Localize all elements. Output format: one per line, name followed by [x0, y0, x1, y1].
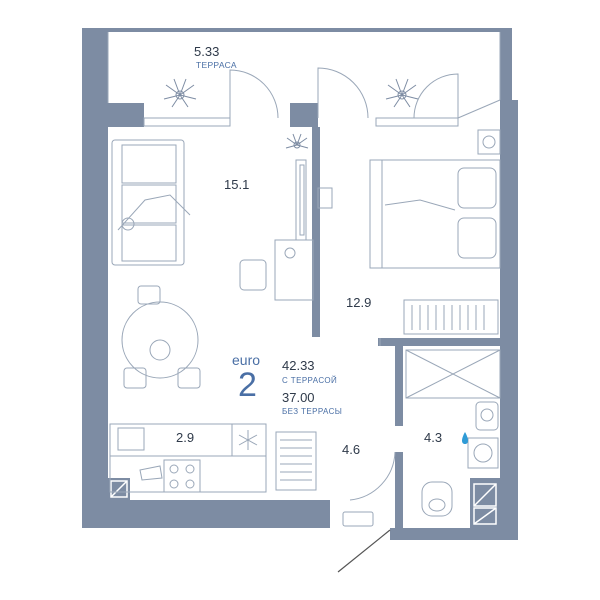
wall-pillar-mid: [290, 103, 318, 127]
bedroom-furniture: [369, 129, 501, 335]
shower: [405, 349, 501, 399]
shaft-right-bottom: [473, 507, 497, 525]
wall-left: [82, 28, 108, 528]
sofa: [111, 139, 185, 266]
area-with-terrace: 42.33: [282, 358, 315, 373]
person-icon: [117, 194, 191, 231]
shafts: [110, 480, 497, 525]
window-bedroom: [375, 117, 459, 127]
bedroom-area: 12.9: [346, 295, 372, 310]
pillow-bottom: [457, 217, 497, 259]
door-mat: [342, 511, 374, 527]
wall-bottom-step: [300, 500, 328, 528]
washing-machine: [467, 437, 499, 469]
wall-bath-left: [395, 346, 403, 426]
stove: [163, 459, 201, 493]
plants: [163, 78, 419, 149]
terrace-area: 5.33: [194, 44, 220, 59]
chair-top: [137, 285, 161, 305]
hall-furniture: [275, 431, 374, 527]
shaft-left: [110, 480, 128, 498]
wall-top: [82, 28, 512, 32]
bathroom-area: 4.3: [424, 430, 443, 445]
living-furniture: [111, 139, 333, 389]
wardrobe: [403, 299, 499, 335]
without-terrace-label: БЕЗ ТЕРРАСЫ: [282, 407, 343, 416]
plant-icon-living: [285, 133, 309, 149]
door-bath: [349, 451, 396, 501]
wall-living-bedroom: [312, 127, 320, 337]
wall-pillar-left: [108, 103, 144, 127]
monitor: [317, 187, 333, 209]
kitchen-furniture: [109, 423, 267, 493]
type-word: euro: [232, 352, 261, 368]
window-living: [143, 117, 231, 127]
wall-bottom-left: [82, 500, 330, 528]
snowflake-icon: [238, 430, 258, 450]
kitchen-area: 2.9: [176, 430, 195, 445]
area-without-terrace: 37.00: [282, 390, 315, 405]
sink: [475, 401, 499, 431]
chair-bottom-right: [177, 367, 201, 389]
door-terrace-right: [413, 73, 459, 119]
wall-bottom-right: [390, 528, 518, 540]
pillow-top: [457, 167, 497, 209]
wall-right-terrace: [500, 28, 512, 104]
door-terrace-mid: [317, 67, 369, 119]
chair-bottom-left: [123, 367, 147, 389]
rooms-count: 2: [238, 366, 257, 404]
doors: [229, 67, 501, 573]
wall-shaft-right: [470, 478, 500, 528]
toilet: [421, 481, 453, 517]
hall-area: 4.6: [342, 442, 361, 457]
water-drop-icon: [462, 432, 468, 444]
office-chair: [239, 259, 267, 291]
with-terrace-label: С ТЕРРАСОЙ: [282, 376, 338, 385]
terrace-label: ТЕРРАСА: [196, 60, 237, 70]
shaft-right-top: [473, 483, 497, 507]
walls: [82, 28, 518, 540]
door-terrace-left: [229, 69, 279, 119]
wall-bath-left-lower: [395, 452, 403, 532]
windows: [107, 32, 501, 127]
nightstand: [477, 129, 501, 155]
wall-right: [500, 100, 518, 532]
radiator: [275, 431, 317, 491]
living-area: 15.1: [224, 177, 250, 192]
bathroom-fixtures: [405, 349, 501, 517]
wall-bedroom-bath: [378, 338, 518, 346]
plant-icon-right: [385, 78, 419, 108]
kitchen-sink: [117, 427, 145, 451]
entrance-arrow: [337, 529, 391, 573]
bed: [369, 159, 501, 269]
desk: [274, 239, 314, 301]
plant-icon-left: [163, 78, 197, 108]
